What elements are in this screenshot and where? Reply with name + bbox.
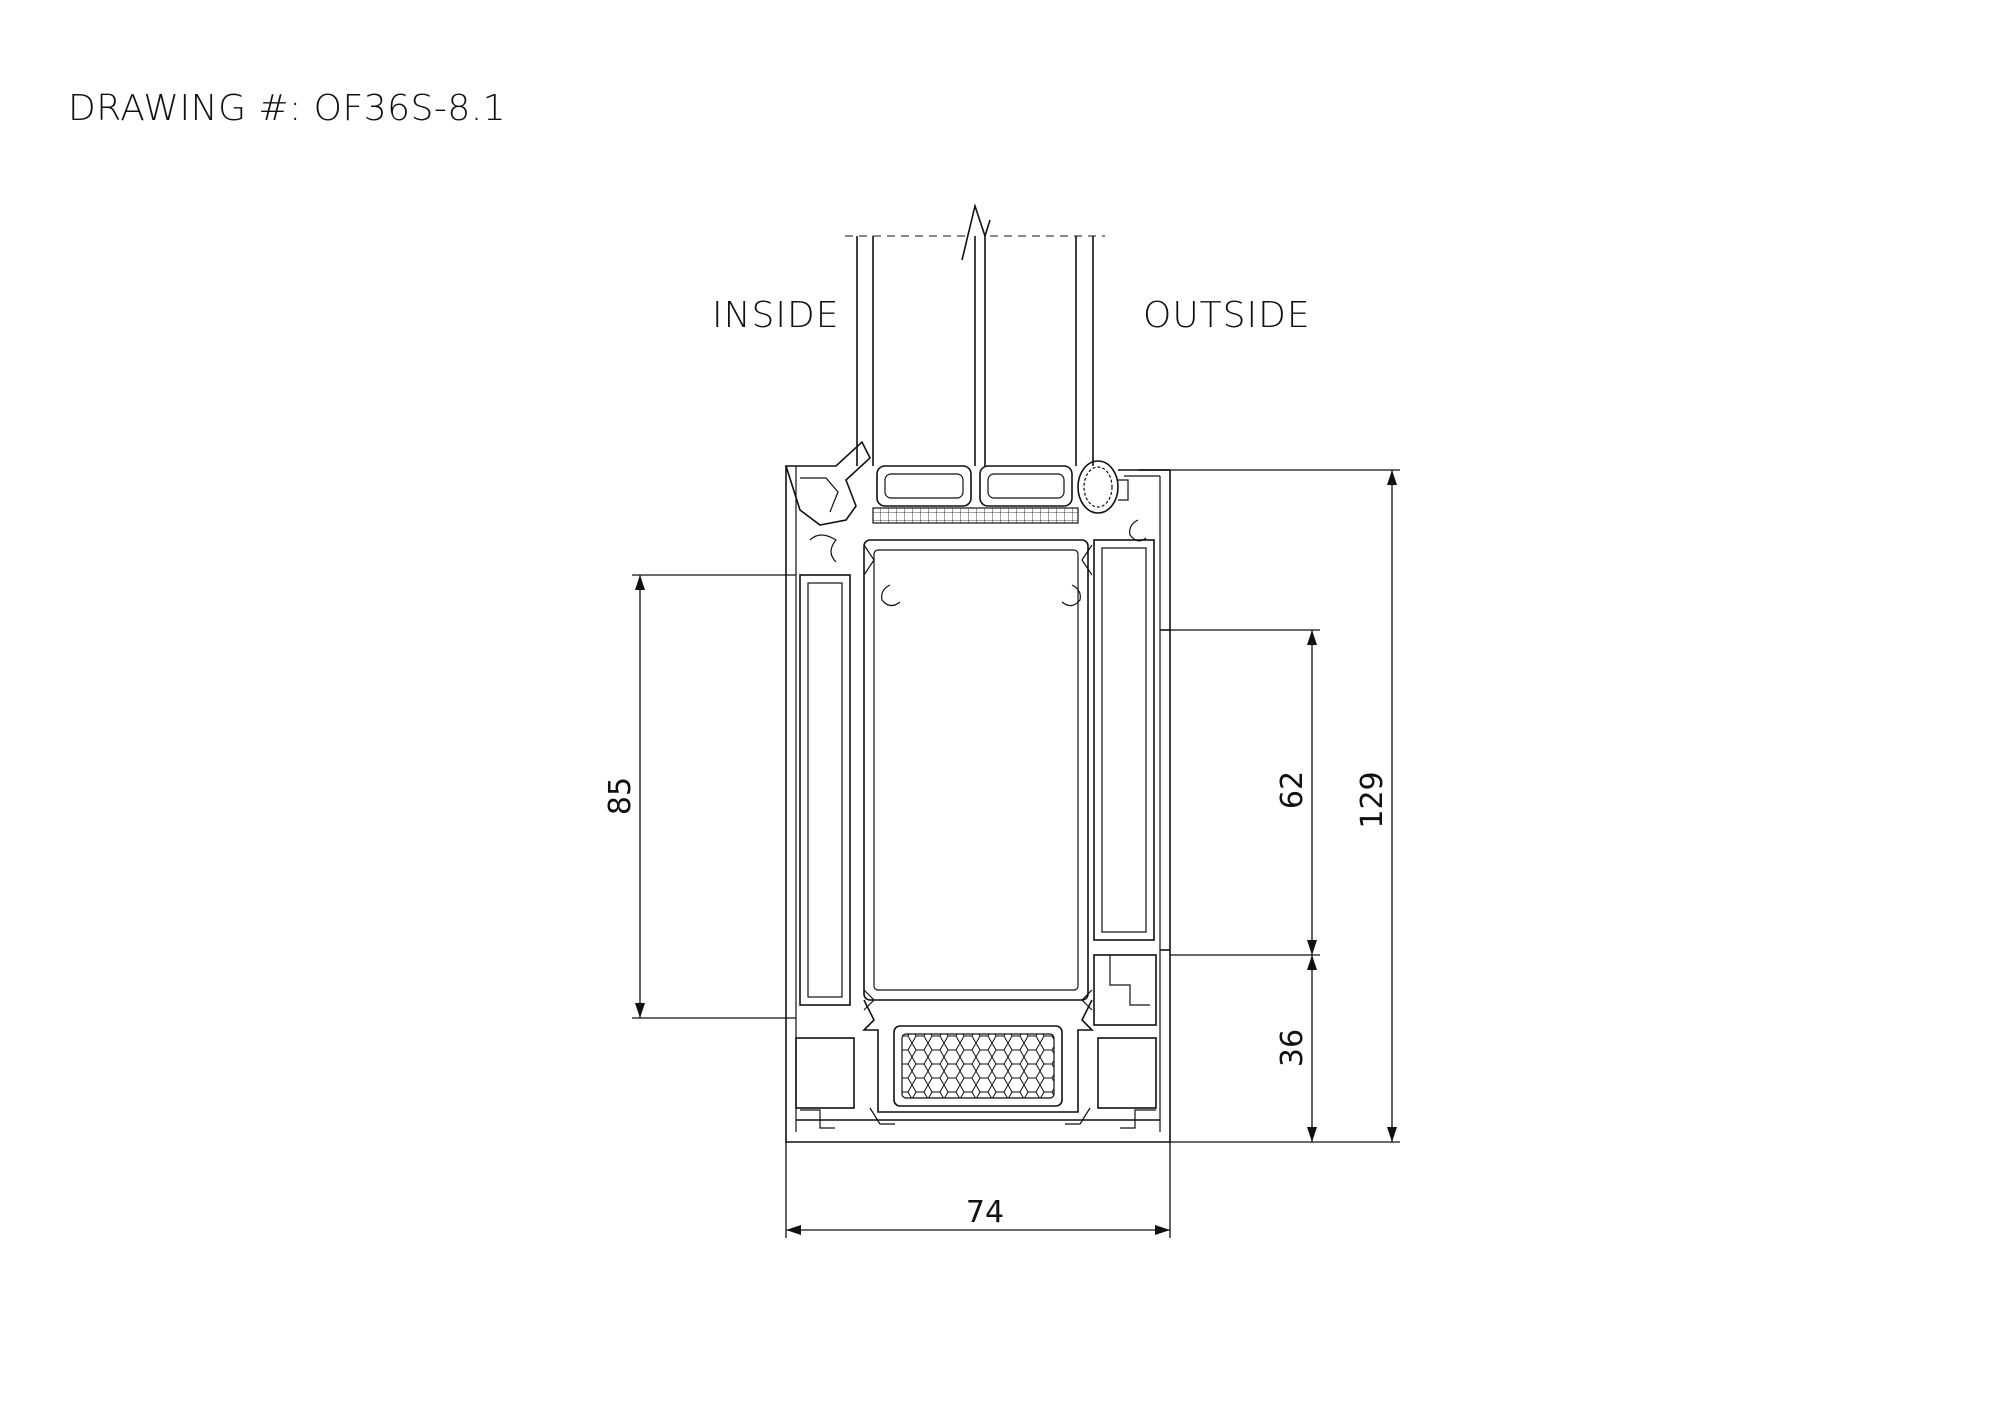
dim-label-62: 62 (1275, 771, 1310, 809)
dim-label-85: 85 (603, 777, 638, 815)
dim-label-129: 129 (1355, 771, 1390, 828)
outside-label: OUTSIDE (1143, 295, 1311, 336)
inside-label: INSIDE (712, 295, 840, 336)
dim-label-36: 36 (1275, 1029, 1310, 1067)
dimension-right-62: 62 (1170, 629, 1320, 956)
dimension-overall-129: 129 (1170, 469, 1400, 1143)
drawing-title: DRAWING #: OF36S-8.1 (68, 88, 507, 129)
dimension-left-85: 85 (603, 574, 796, 1019)
frame-profile (785, 466, 1171, 1143)
glass-unit (845, 203, 1105, 466)
dimension-bottom-74: 74 (785, 1142, 1171, 1238)
dimension-right-36: 36 (1170, 955, 1320, 1143)
glazing-bead (784, 440, 871, 526)
spacer-bars (872, 465, 1079, 524)
outer-gasket (1077, 460, 1129, 514)
dim-label-74: 74 (966, 1195, 1004, 1230)
